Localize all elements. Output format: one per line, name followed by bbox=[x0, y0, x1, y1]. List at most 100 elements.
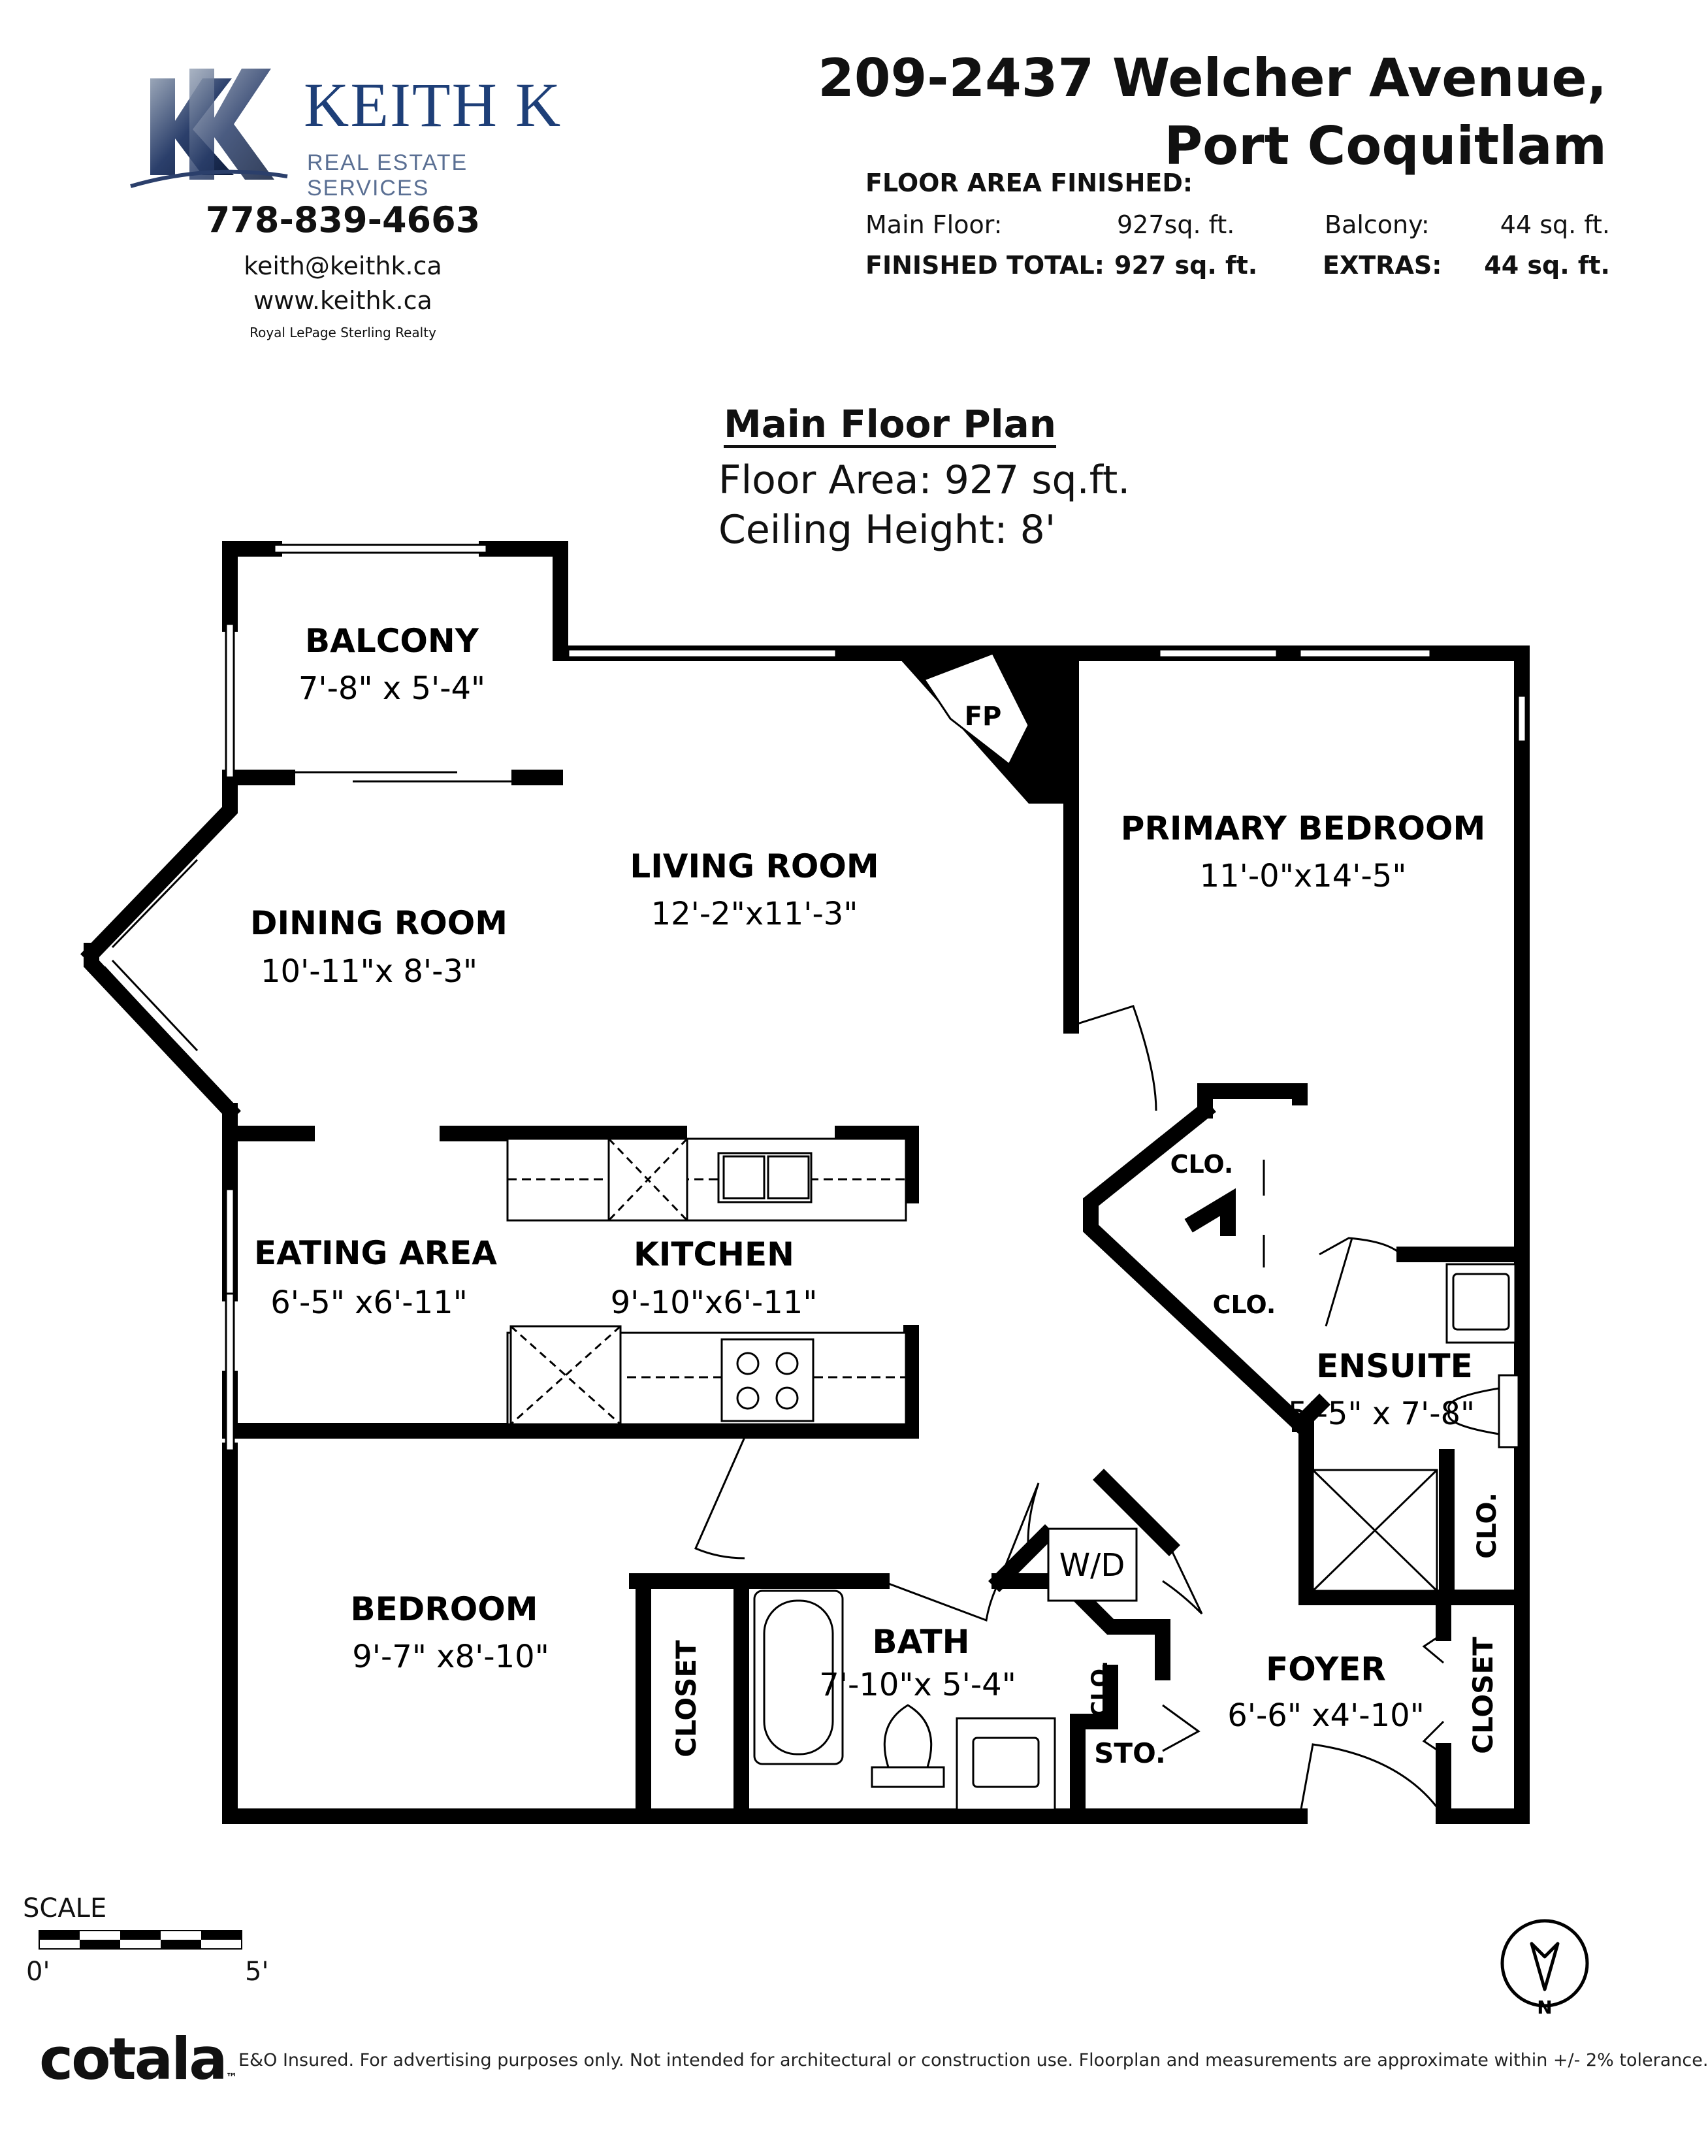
kk-monogram-icon bbox=[130, 69, 288, 188]
scale-end: 5' bbox=[245, 1957, 269, 1987]
window-balcony-top bbox=[273, 544, 488, 554]
balcony-area-label: Balcony: bbox=[1325, 210, 1430, 239]
fireplace-insert bbox=[922, 652, 1030, 766]
scale-title: SCALE bbox=[23, 1893, 107, 1923]
closet-label-ensuite: CLO. bbox=[1472, 1492, 1502, 1559]
scale-outline bbox=[39, 1930, 242, 1950]
finished-total-value: 927 sq. ft. bbox=[1114, 251, 1258, 280]
foyer-dims: 6'-6" x4'-10" bbox=[1227, 1697, 1425, 1734]
main-floor-label: Main Floor: bbox=[865, 210, 1003, 239]
ensuite-toilet-tank bbox=[1498, 1374, 1520, 1448]
main-floor-unit: sq. ft. bbox=[1164, 210, 1235, 239]
extras-label: EXTRAS: bbox=[1323, 251, 1442, 280]
fridge-x2 bbox=[607, 1137, 688, 1222]
logo-tagline: REAL ESTATE SERVICES bbox=[307, 150, 468, 201]
plan-ceiling-height: Ceiling Height: 8' bbox=[718, 507, 1056, 553]
wd-door-2 bbox=[1162, 1544, 1203, 1615]
contact-website[interactable]: www.keithk.ca bbox=[253, 286, 432, 315]
closet-label-foyer: CLOSET bbox=[1467, 1637, 1499, 1754]
primary-name: PRIMARY BEDROOM bbox=[1121, 809, 1486, 847]
bay-window-lower bbox=[103, 966, 191, 1060]
closet-label-bath: CLO. bbox=[1087, 1661, 1113, 1717]
bedroom-dims: 9'-7" x8'-10" bbox=[352, 1639, 549, 1675]
contact-email[interactable]: keith@keithk.ca bbox=[244, 252, 442, 280]
eating-name: EATING AREA bbox=[254, 1234, 497, 1272]
dining-dims: 10'-11"x 8'-3" bbox=[261, 953, 477, 990]
pantry-x2 bbox=[510, 1325, 621, 1426]
bath-name: BATH bbox=[873, 1623, 970, 1661]
living-dims: 12'-2"x11'-3" bbox=[651, 896, 858, 932]
finished-total-label: FINISHED TOTAL: bbox=[865, 251, 1104, 280]
ensuite-toilet-bowl bbox=[1447, 1387, 1500, 1435]
kitchen-sink-left bbox=[722, 1155, 765, 1200]
floor-area-heading: FLOOR AREA FINISHED: bbox=[865, 169, 1193, 197]
cotala-logo: cotala™ bbox=[39, 2025, 238, 2093]
washer-dryer-label: W/D bbox=[1059, 1547, 1125, 1584]
north-arrow-icon: N bbox=[1500, 1919, 1589, 2018]
kitchen-name: KITCHEN bbox=[634, 1235, 794, 1273]
scale-seg-4 bbox=[161, 1940, 201, 1949]
plan-floor-area: Floor Area: 927 sq.ft. bbox=[718, 457, 1131, 503]
bathtub-inner bbox=[763, 1599, 834, 1756]
disclaimer-text: E&O Insured. For advertising purposes on… bbox=[238, 2050, 1708, 2070]
foyer-closet-door-2 bbox=[1422, 1720, 1445, 1756]
closet-label-primary-lower: CLO. bbox=[1213, 1290, 1276, 1319]
doors bbox=[694, 1005, 1445, 1817]
primary-bedroom-door bbox=[1071, 1005, 1157, 1111]
scale-seg-5 bbox=[201, 1931, 242, 1940]
pantry-x1 bbox=[510, 1325, 621, 1426]
scale-seg-1 bbox=[39, 1931, 80, 1940]
brand-name: cotala bbox=[39, 2025, 228, 2093]
living-name: LIVING ROOM bbox=[630, 847, 878, 885]
dining-name: DINING ROOM bbox=[250, 904, 508, 942]
kitchen-dims: 9'-10"x6'-11" bbox=[611, 1284, 818, 1321]
kitchen-sink-right bbox=[767, 1155, 810, 1200]
room-labels: BALCONY 7'-8" x 5'-4" LIVING ROOM 12'-2"… bbox=[250, 622, 1485, 1769]
entry-door bbox=[1298, 1743, 1445, 1817]
address-line2: Port Coquitlam bbox=[1164, 116, 1607, 176]
burner-3 bbox=[736, 1386, 760, 1410]
window-primary-top-2 bbox=[1298, 648, 1432, 659]
bath-toilet-tank bbox=[871, 1766, 945, 1788]
ensuite-dims: 5'-5" x 7'-8" bbox=[1288, 1396, 1475, 1432]
window-primary-side bbox=[1517, 694, 1527, 743]
balcony-dims: 7'-8" x 5'-4" bbox=[298, 670, 485, 707]
window-living-top bbox=[567, 648, 837, 659]
fixtures bbox=[506, 1137, 1520, 1811]
plan-title: Main Floor Plan bbox=[724, 402, 1057, 446]
dining-bay-windows bbox=[103, 851, 199, 1060]
contact-phone[interactable]: 778-839-4663 bbox=[205, 199, 481, 240]
ensuite-name: ENSUITE bbox=[1316, 1347, 1472, 1385]
burner-1 bbox=[736, 1352, 760, 1375]
logo: KEITH K REAL ESTATE SERVICES bbox=[118, 62, 588, 201]
bath-dims: 7'-10"x 5'-4" bbox=[819, 1667, 1016, 1703]
bedroom-name: BEDROOM bbox=[350, 1590, 538, 1628]
extras-value: 44 sq. ft. bbox=[1484, 251, 1610, 280]
address-line1: 209-2437 Welcher Avenue, bbox=[818, 48, 1607, 108]
sto-door bbox=[1162, 1704, 1200, 1752]
ensuite-door-leaf bbox=[1325, 1237, 1353, 1327]
fireplace-label: FP bbox=[965, 702, 1002, 732]
ensuite-sink bbox=[1452, 1273, 1510, 1331]
window-primary-top-1 bbox=[1158, 648, 1278, 659]
stove bbox=[720, 1338, 814, 1422]
ensuite-door bbox=[1319, 1237, 1402, 1256]
closet-label-bedroom: CLOSET bbox=[670, 1640, 702, 1757]
scale-start: 0' bbox=[26, 1957, 50, 1987]
eating-dims: 6'-5" x6'-11" bbox=[270, 1284, 468, 1321]
foyer-closet-door-1 bbox=[1422, 1632, 1444, 1664]
closet-label-primary-upper: CLO. bbox=[1170, 1150, 1234, 1179]
bath-toilet-bowl bbox=[883, 1704, 933, 1769]
floor-plan: FP bbox=[80, 541, 1530, 1824]
window-bedroom bbox=[225, 1292, 235, 1452]
logo-wordmark: KEITH K bbox=[304, 70, 562, 140]
washer-dryer bbox=[1047, 1527, 1138, 1602]
balcony-area-value: 44 sq. ft. bbox=[1500, 210, 1610, 239]
primary-dims: 11'-0"x14'-5" bbox=[1200, 858, 1407, 894]
windows bbox=[225, 544, 1527, 1452]
balcony-name: BALCONY bbox=[305, 622, 479, 660]
compass-letter: N bbox=[1537, 1997, 1552, 2018]
brand-trademark: ™ bbox=[225, 2071, 238, 2085]
bay-window-lower-inner bbox=[111, 959, 199, 1052]
bay-window-upper bbox=[103, 851, 191, 942]
